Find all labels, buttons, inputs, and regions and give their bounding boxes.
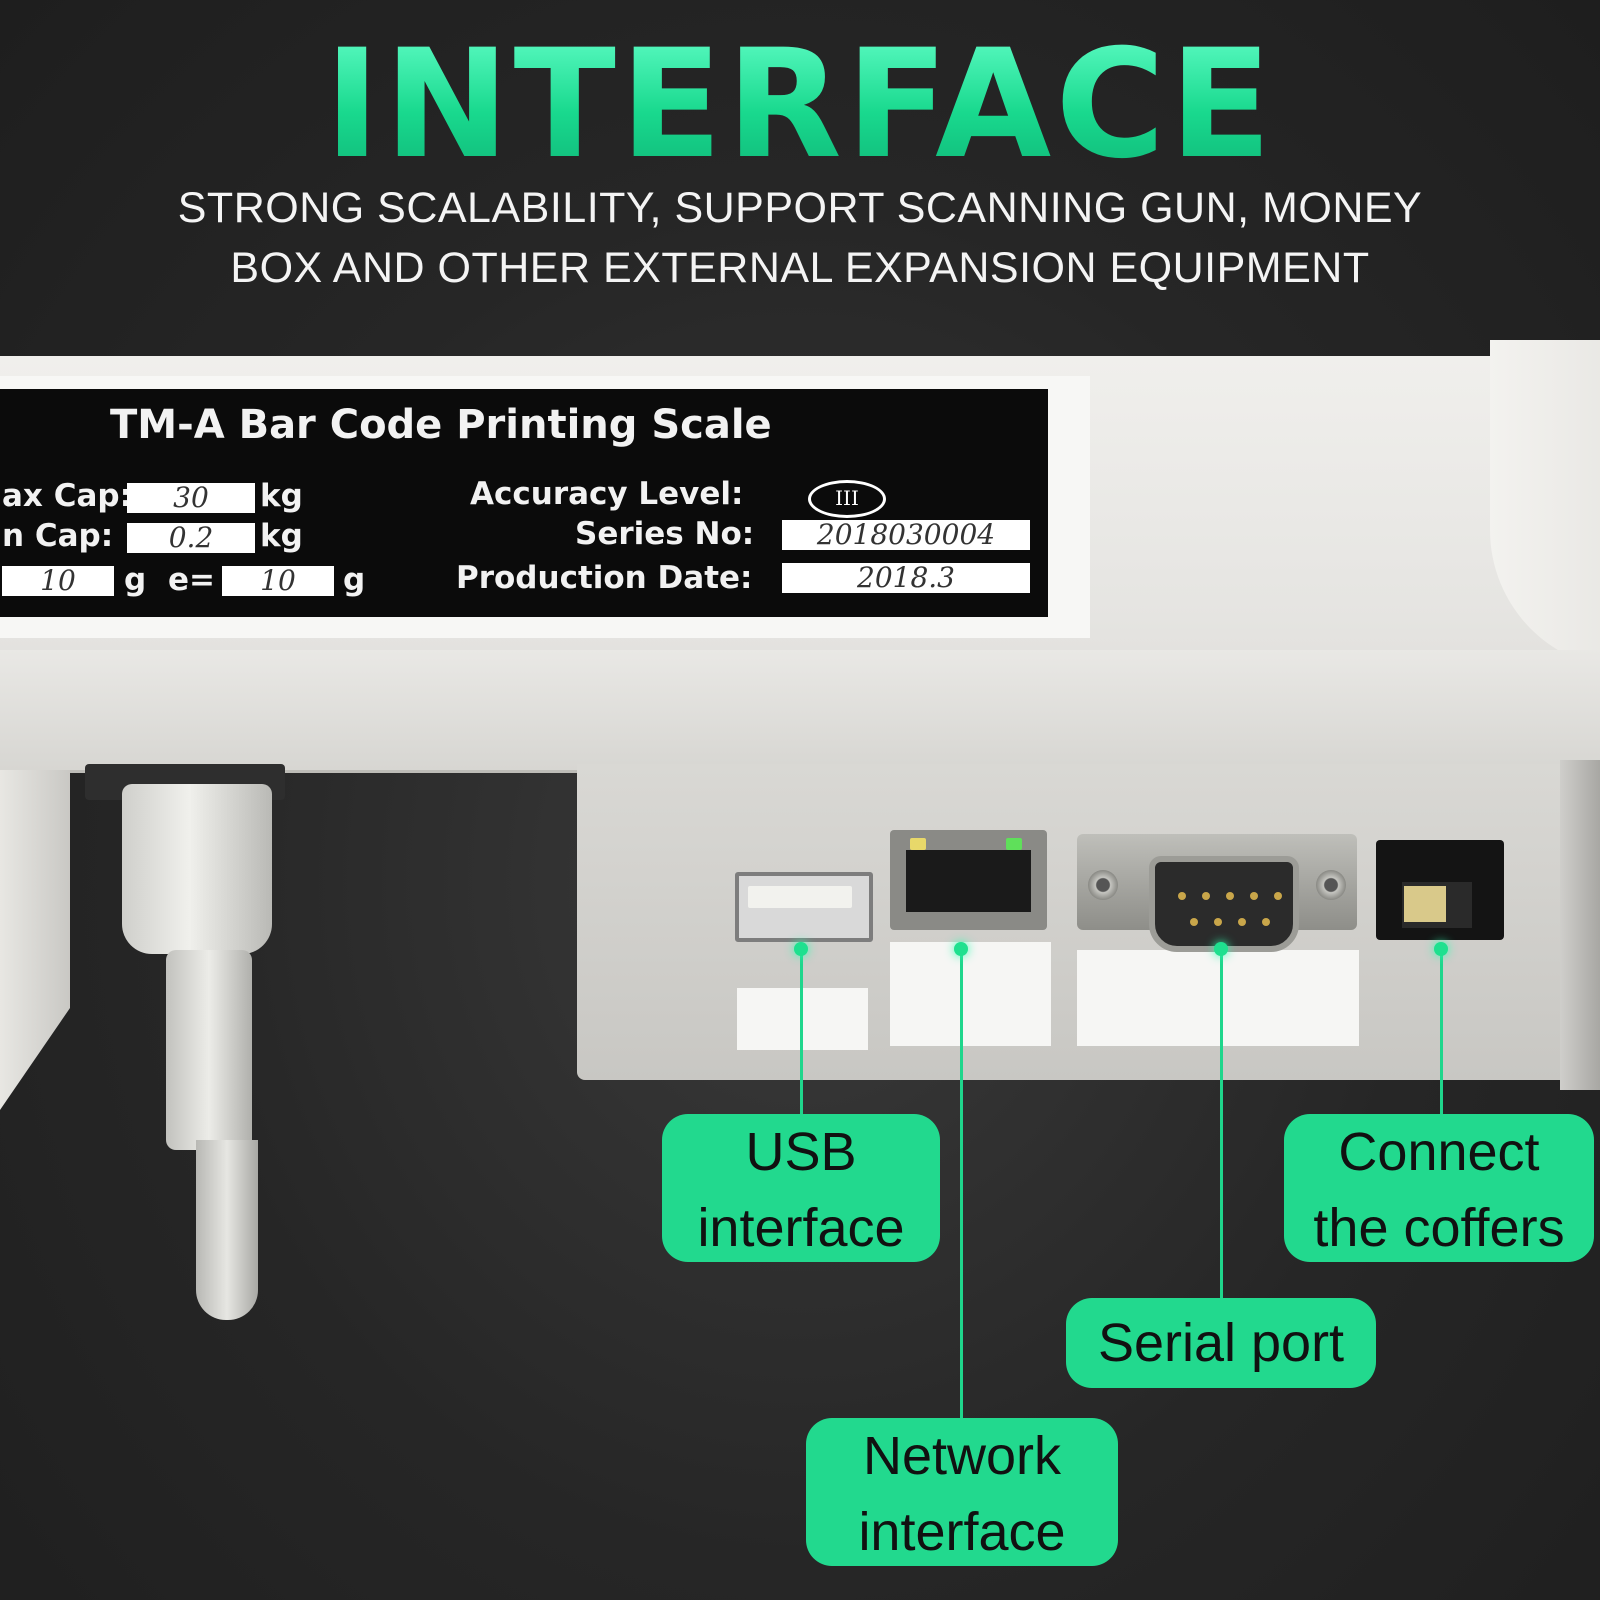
serial-pin (1178, 892, 1186, 900)
coffers-callout: Connect the coffers (1284, 1114, 1594, 1262)
series-value: 2018030004 (782, 520, 1030, 550)
min-cap-unit: kg (260, 518, 303, 554)
network-callout-line-2: interface (858, 1502, 1066, 1562)
serial-port (1149, 856, 1299, 952)
series-label: Series No: (575, 516, 755, 552)
serial-pin (1190, 918, 1198, 926)
network-led-icon (910, 838, 926, 850)
min-cap-label: n Cap: (2, 518, 114, 554)
coffers-marker-dot (1434, 942, 1448, 956)
date-label: Production Date: (456, 560, 753, 596)
d-value: 10 (2, 566, 114, 596)
usb-leader-line (800, 948, 803, 1114)
min-cap-value: 0.2 (127, 523, 255, 553)
serial-pin (1214, 918, 1222, 926)
network-marker-dot (954, 942, 968, 956)
usb-callout: USB interface (662, 1114, 940, 1262)
e-label: e= (168, 562, 215, 598)
page-subtitle: STRONG SCALABILITY, SUPPORT SCANNING GUN… (100, 178, 1500, 298)
serial-marker-dot (1214, 942, 1228, 956)
serial-pin (1262, 918, 1270, 926)
max-cap-label: ax Cap: (2, 478, 132, 514)
accuracy-value: III (808, 480, 886, 518)
max-cap-value: 30 (127, 483, 255, 513)
e-value: 10 (222, 566, 334, 596)
date-value: 2018.3 (782, 563, 1030, 593)
serial-leader-line (1220, 948, 1223, 1298)
scale-housing-shelf (0, 650, 1600, 773)
usb-port-tongue (748, 886, 852, 908)
power-cord (196, 1140, 258, 1320)
coffers-callout-line-2: the coffers (1313, 1198, 1565, 1258)
screw-icon (1316, 870, 1346, 900)
network-callout-line-1: Network (862, 1426, 1062, 1486)
network-led-icon (1006, 838, 1022, 850)
network-port-opening (906, 850, 1031, 912)
network-leader-line (960, 948, 963, 1418)
subtitle-line-2: BOX AND OTHER EXTERNAL EXPANSION EQUIPME… (230, 244, 1370, 292)
subtitle-line-1: STRONG SCALABILITY, SUPPORT SCANNING GUN… (177, 184, 1423, 232)
serial-pin (1202, 892, 1210, 900)
usb-marker-dot (794, 942, 808, 956)
d-unit: g (124, 562, 147, 598)
usb-callout-line-1: USB (745, 1122, 857, 1182)
network-callout: Network interface (806, 1418, 1118, 1566)
serial-pin (1238, 918, 1246, 926)
power-plug (122, 784, 272, 954)
usb-callout-line-2: interface (697, 1198, 905, 1258)
coffers-callout-line-1: Connect (1338, 1122, 1540, 1182)
screw-icon (1088, 870, 1118, 900)
power-cord-strain-relief (166, 950, 252, 1150)
e-unit: g (343, 562, 366, 598)
cash-drawer-port-contacts (1404, 886, 1446, 922)
max-cap-unit: kg (260, 478, 303, 514)
serial-pin (1250, 892, 1258, 900)
nameplate-title: TM-A Bar Code Printing Scale (110, 402, 772, 448)
port-sticker (890, 942, 1051, 1046)
port-panel-side (1560, 760, 1600, 1090)
accuracy-label: Accuracy Level: (470, 476, 744, 512)
serial-pin (1226, 892, 1234, 900)
port-sticker (1077, 950, 1359, 1046)
scale-leg (0, 770, 70, 1110)
page-title: INTERFACE (0, 30, 1600, 180)
serial-pin (1274, 892, 1282, 900)
coffers-leader-line (1440, 948, 1443, 1114)
serial-callout: Serial port (1066, 1298, 1376, 1388)
